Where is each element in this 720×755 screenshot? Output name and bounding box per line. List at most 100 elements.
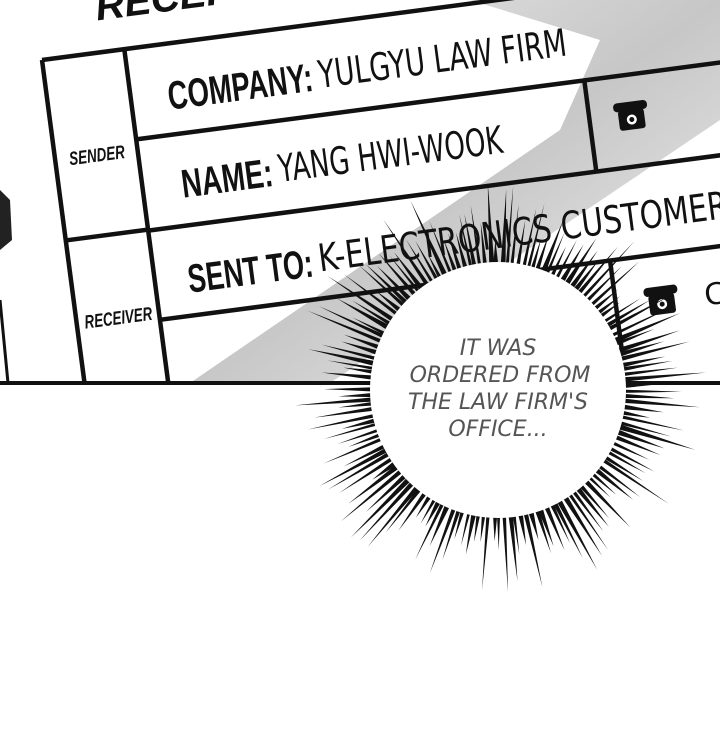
burst-spike: [461, 511, 471, 546]
burst-spike: [359, 265, 407, 308]
bubble-line: ORDERED FROM: [410, 363, 591, 388]
speech-bubble-burst: [294, 182, 706, 592]
burst-spike: [487, 182, 495, 266]
burst-spike: [620, 410, 651, 418]
burst-spike: [338, 401, 374, 408]
burst-spike: [510, 204, 519, 266]
burst-spike: [589, 261, 640, 308]
burst-spike: [406, 239, 435, 285]
burst-spike: [567, 492, 609, 551]
burst-spike: [515, 219, 526, 267]
burst-spike: [530, 238, 542, 271]
burst-spike: [415, 240, 440, 282]
burst-spike: [365, 263, 409, 306]
burst-spike: [587, 475, 611, 498]
burst-spike: [572, 259, 600, 293]
burst-spike: [549, 502, 571, 544]
burst-spike: [622, 372, 706, 382]
burst-spike: [429, 503, 451, 546]
burst-spike: [465, 512, 477, 555]
burst-spike: [372, 460, 398, 480]
burst-spike: [480, 513, 486, 543]
burst-spike: [344, 274, 400, 317]
burst-spike: [470, 204, 482, 267]
burst-spike: [552, 500, 583, 559]
burst-spike: [500, 189, 507, 266]
burst-spike: [348, 432, 382, 447]
telephone-icon: [643, 284, 678, 316]
burst-spike: [319, 447, 390, 487]
burst-spike: [621, 404, 664, 413]
burst-spike: [620, 356, 666, 368]
burst-spike: [425, 499, 442, 527]
burst-spike: [429, 220, 453, 275]
burst-spike: [308, 349, 377, 367]
burst-spike: [321, 344, 378, 361]
burst-spike: [378, 253, 418, 298]
burst-spike: [622, 398, 700, 408]
burst-spike: [598, 302, 620, 319]
burst-spike: [415, 501, 445, 560]
burst-spike: [314, 406, 375, 418]
burst-spike: [343, 367, 375, 375]
burst-spike: [534, 232, 550, 272]
top-panel: RECEI SENDER RECEIVER COMPANY: YULGYU LA…: [0, 0, 720, 383]
burst-spike: [505, 185, 514, 266]
speech-bubble-text: IT WAS ORDERED FROM THE LAW FIRM'S OFFIC…: [408, 336, 590, 442]
burst-spike: [606, 449, 646, 474]
burst-spike: [367, 484, 420, 547]
burst-spike: [574, 485, 610, 527]
burst-spike: [351, 476, 412, 538]
burst-spike: [352, 300, 393, 327]
burst-spike: [359, 480, 416, 541]
burst-spike: [622, 382, 663, 389]
burst-spike: [545, 232, 565, 276]
burst-spike: [398, 490, 428, 531]
burst-spike: [592, 289, 618, 312]
burst-spike: [576, 246, 618, 296]
burst-spike: [549, 246, 567, 278]
burst-spike: [307, 413, 377, 430]
burst-spike: [508, 514, 518, 582]
burst-spike: [323, 422, 379, 439]
burst-spike: [612, 313, 681, 344]
burst-spike: [343, 334, 382, 350]
burst-spike: [610, 440, 650, 460]
burst-spike: [338, 392, 374, 398]
burst-spike: [622, 389, 682, 393]
telephone-icon: [613, 99, 648, 131]
burst-spike: [323, 437, 384, 464]
burst-spike: [464, 213, 477, 268]
burst-spike: [415, 493, 433, 518]
burst-spike: [578, 483, 609, 519]
burst-spike: [365, 473, 408, 513]
burst-spike: [568, 250, 598, 290]
burst-spike: [581, 241, 635, 299]
burst-spike: [613, 434, 661, 456]
burst-spike: [327, 275, 396, 323]
burst-spike: [608, 446, 655, 472]
burst-spike: [523, 511, 543, 588]
burst-spike: [328, 451, 392, 490]
burst-spike: [562, 494, 603, 557]
burst-spike: [307, 310, 384, 344]
burst-spike: [619, 414, 684, 431]
burst-spike: [621, 367, 678, 377]
burst-spike: [321, 372, 374, 380]
burst-spike: [556, 498, 598, 571]
burst-spike: [375, 290, 403, 314]
burst-spike: [352, 317, 387, 336]
burst-spike: [493, 514, 498, 542]
burst-spike: [618, 420, 672, 437]
burst-spike: [323, 387, 374, 392]
burst-spike: [455, 232, 468, 270]
burst-spike: [554, 239, 577, 281]
burst-spike: [593, 466, 634, 500]
burst-spike: [429, 506, 457, 574]
burst-spike: [610, 305, 675, 338]
burst-spike: [294, 397, 374, 406]
burst-spike: [393, 252, 425, 292]
burst-spike: [318, 305, 386, 339]
burst-spike: [543, 504, 565, 551]
